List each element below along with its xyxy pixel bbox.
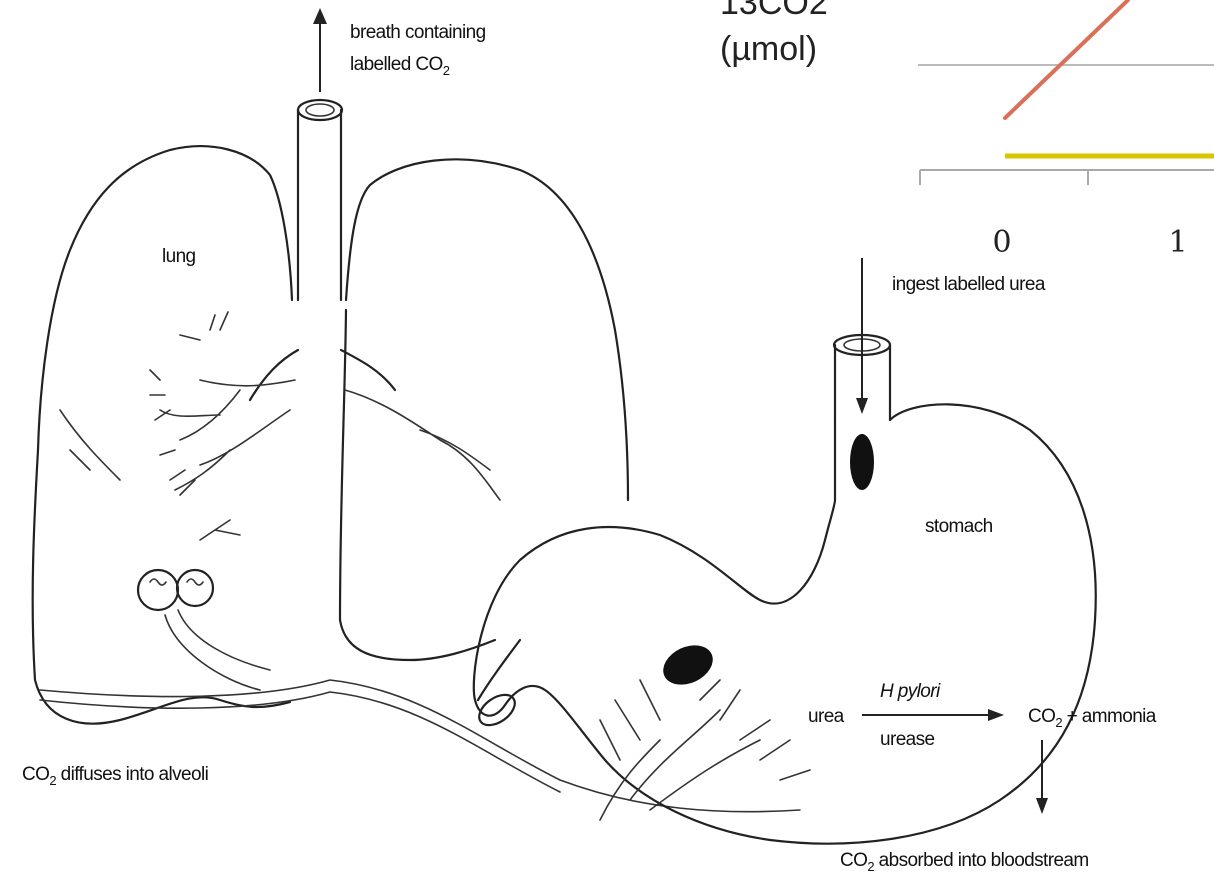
chart-x-tick: 0 [992,225,1011,260]
urea-dose-bolus [850,434,874,490]
h-pylori-colony [657,638,719,693]
stomach [474,258,1096,844]
chart-rising-line [1005,0,1128,118]
absorbed-label: CO2 absorbed into bloodstream [840,850,1089,874]
chart-y-label-top: 13CO2 [720,0,828,22]
alveolus [138,570,178,610]
lungs [33,8,800,812]
trachea [298,110,341,300]
labels: breath containing labelled CO2 lung inge… [22,22,1157,874]
diffuses-label: CO2 diffuses into alveoli [22,764,208,788]
enzyme-label: urease [880,729,935,750]
chart-y-label-unit: (µmol) [720,30,817,68]
alveolus [177,570,213,606]
breath-label-line2: labelled CO2 [350,54,450,78]
breath-label: breath containing [350,22,486,43]
lung-label: lung [162,246,196,267]
right-lung [346,159,628,500]
trachea-opening [298,100,342,120]
stomach-label: stomach [925,516,993,537]
chart-x-tick: 1 [1168,225,1187,260]
products-label: CO2 + ammonia [1028,706,1157,730]
bacterium-label: H pylori [880,681,941,702]
ingest-label: ingest labelled urea [892,274,1046,295]
inset-chart: 13CO2 (µmol) 0 1 [720,0,1214,260]
urea-label: urea [808,706,845,727]
